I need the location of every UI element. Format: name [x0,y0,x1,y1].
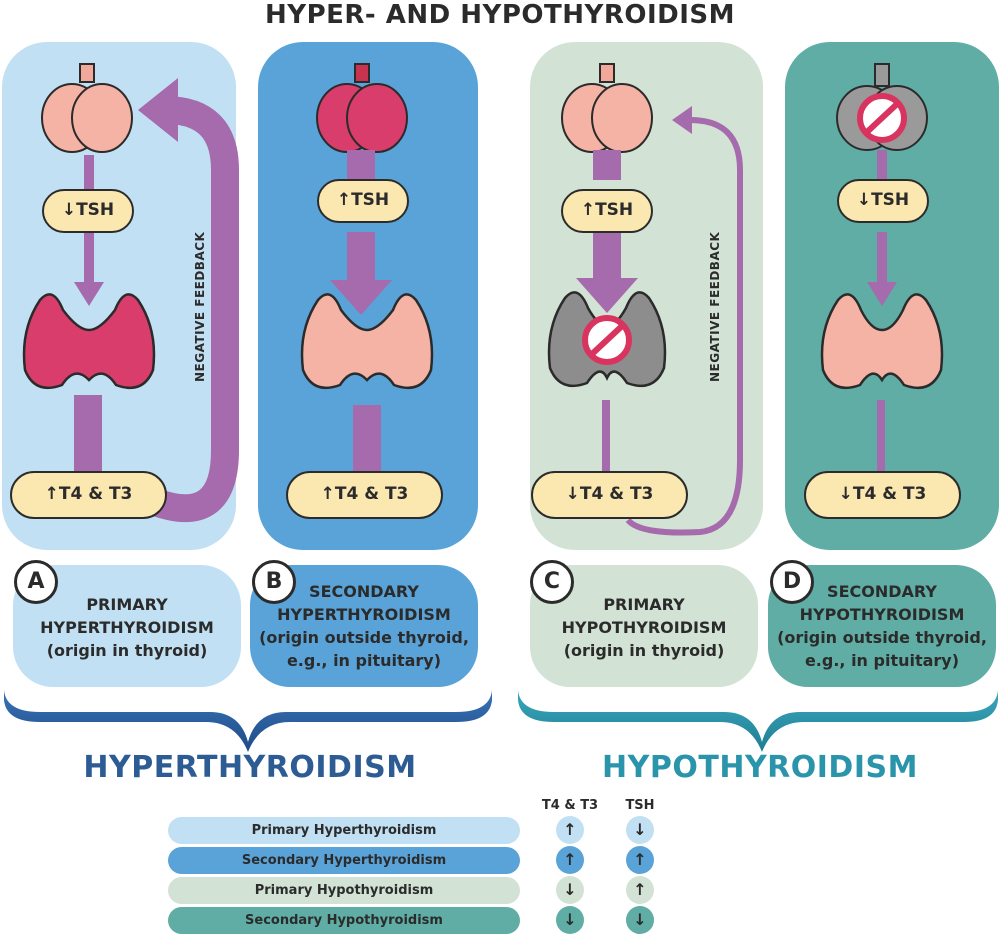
letter-badge-b: B [252,560,296,604]
caption-b-text: SECONDARY HYPERTHYROIDISM (origin outsid… [250,580,478,672]
legend-header-tsh: TSH [625,798,655,813]
legend-tsh-secondary-hyper: ↑ [626,846,654,874]
caption-a-bg [13,565,241,687]
caption-d-line4: e.g., in pituitary) [804,651,960,670]
caption-d-line3: (origin outside thyroid, [777,628,987,647]
tsh-label-c: ↑TSH [580,200,634,220]
tsh-label-a: ↓TSH [61,200,115,220]
legend-t4t3-secondary-hypo: ↓ [556,906,584,934]
pituitary-icon-a [41,63,133,153]
page-title: HYPER- AND HYPOTHYROIDISM [264,0,735,30]
thyroid-gland-overactive [22,293,156,390]
t4t3-pill-d-bg [804,471,961,519]
brace-hyper [4,690,492,752]
caption-d-text: SECONDARY HYPOTHYROIDISM (origin outside… [768,580,996,672]
t4t3-label-c: ↓T4 & T3 [565,484,654,504]
caption-b-line3: (origin outside thyroid, [259,628,469,647]
legend-tsh-primary-hypo: ↑ [626,876,654,904]
panel-a-bg [2,42,236,550]
t4t3-label-b: ↑T4 & T3 [320,484,409,504]
legend-row-secondary-hypo: Secondary Hypothyroidism [168,907,520,934]
negative-feedback-arrow-c [625,117,743,536]
panel-a-drawing [22,63,239,523]
pituitary-icon-b-overactive [316,63,408,153]
feedback-arrowhead-c [672,106,692,134]
feedback-arrowhead-a [138,78,178,142]
tsh-pill-c-bg [561,189,653,233]
panel-c-drawing [547,63,743,536]
caption-b-line4: e.g., in pituitary) [286,651,442,670]
caption-c-line2: HYPOTHYROIDISM [561,618,727,637]
panel-d-bg [785,42,999,550]
caption-c-line3: (origin in thyroid) [563,641,725,660]
letter-badge-c: C [530,560,574,604]
t4t3-pill-b-bg [286,471,443,519]
caption-c-line1: PRIMARY [603,595,685,614]
caption-b-line2: HYPERTHYROIDISM [277,605,451,624]
legend-header-t4t3: T4 & T3 [541,798,599,813]
caption-d-bg [768,565,996,687]
brace-hypo [518,690,998,752]
legend-row-secondary-hyper: Secondary Hyperthyroidism [168,847,520,874]
caption-a-text: PRIMARY HYPERTHYROIDISM (origin in thyro… [13,593,241,662]
caption-a-line3: (origin in thyroid) [46,641,208,660]
caption-d-line1: SECONDARY [827,582,937,601]
caption-b-line1: SECONDARY [309,582,419,601]
thyroid-gland-d [820,293,944,390]
legend-t4t3-primary-hyper: ↑ [556,816,584,844]
tsh-label-b: ↑TSH [336,190,390,210]
t4t3-label-d: ↓T4 & T3 [838,484,927,504]
t4t3-pill-c-bg [531,471,688,519]
legend-row-primary-hypo: Primary Hypothyroidism [168,877,520,904]
negative-feedback-label-c: NEGATIVE FEEDBACK [708,231,722,382]
legend-tsh-secondary-hypo: ↓ [626,906,654,934]
caption-a-line2: HYPERTHYROIDISM [40,618,214,637]
panel-b-drawing [300,63,434,475]
negative-feedback-label-a: NEGATIVE FEEDBACK [193,231,207,382]
legend-row-primary-hyper: Primary Hyperthyroidism [168,817,520,844]
tsh-pill-d-bg [837,179,929,223]
letter-badge-a: A [14,560,58,604]
negative-feedback-arrow-a [144,96,239,523]
tsh-pill-a-bg [42,189,134,233]
caption-b-bg [250,565,478,687]
caption-c-bg [530,565,758,687]
pituitary-icon-d-damaged [836,63,928,151]
t4t3-label-a: ↑T4 & T3 [44,484,133,504]
legend-tsh-primary-hyper: ↓ [626,816,654,844]
caption-a-line1: PRIMARY [86,595,168,614]
thyroid-gland-b [300,293,434,390]
letter-badge-d: D [770,560,814,604]
tsh-label-d: ↓TSH [856,190,910,210]
caption-d-line2: HYPOTHYROIDISM [799,605,965,624]
legend-t4t3-primary-hypo: ↓ [556,876,584,904]
thyroid-gland-damaged [547,291,667,388]
group-label-hypo: HYPOTHYROIDISM [602,750,918,785]
tsh-pill-b-bg [317,179,409,223]
legend-t4t3-secondary-hyper: ↑ [556,846,584,874]
t4t3-pill-a-bg [10,471,167,519]
panel-d-drawing [820,63,944,475]
caption-c-text: PRIMARY HYPOTHYROIDISM (origin in thyroi… [530,593,758,662]
pituitary-icon-c [561,63,653,153]
group-label-hyper: HYPERTHYROIDISM [83,750,417,785]
